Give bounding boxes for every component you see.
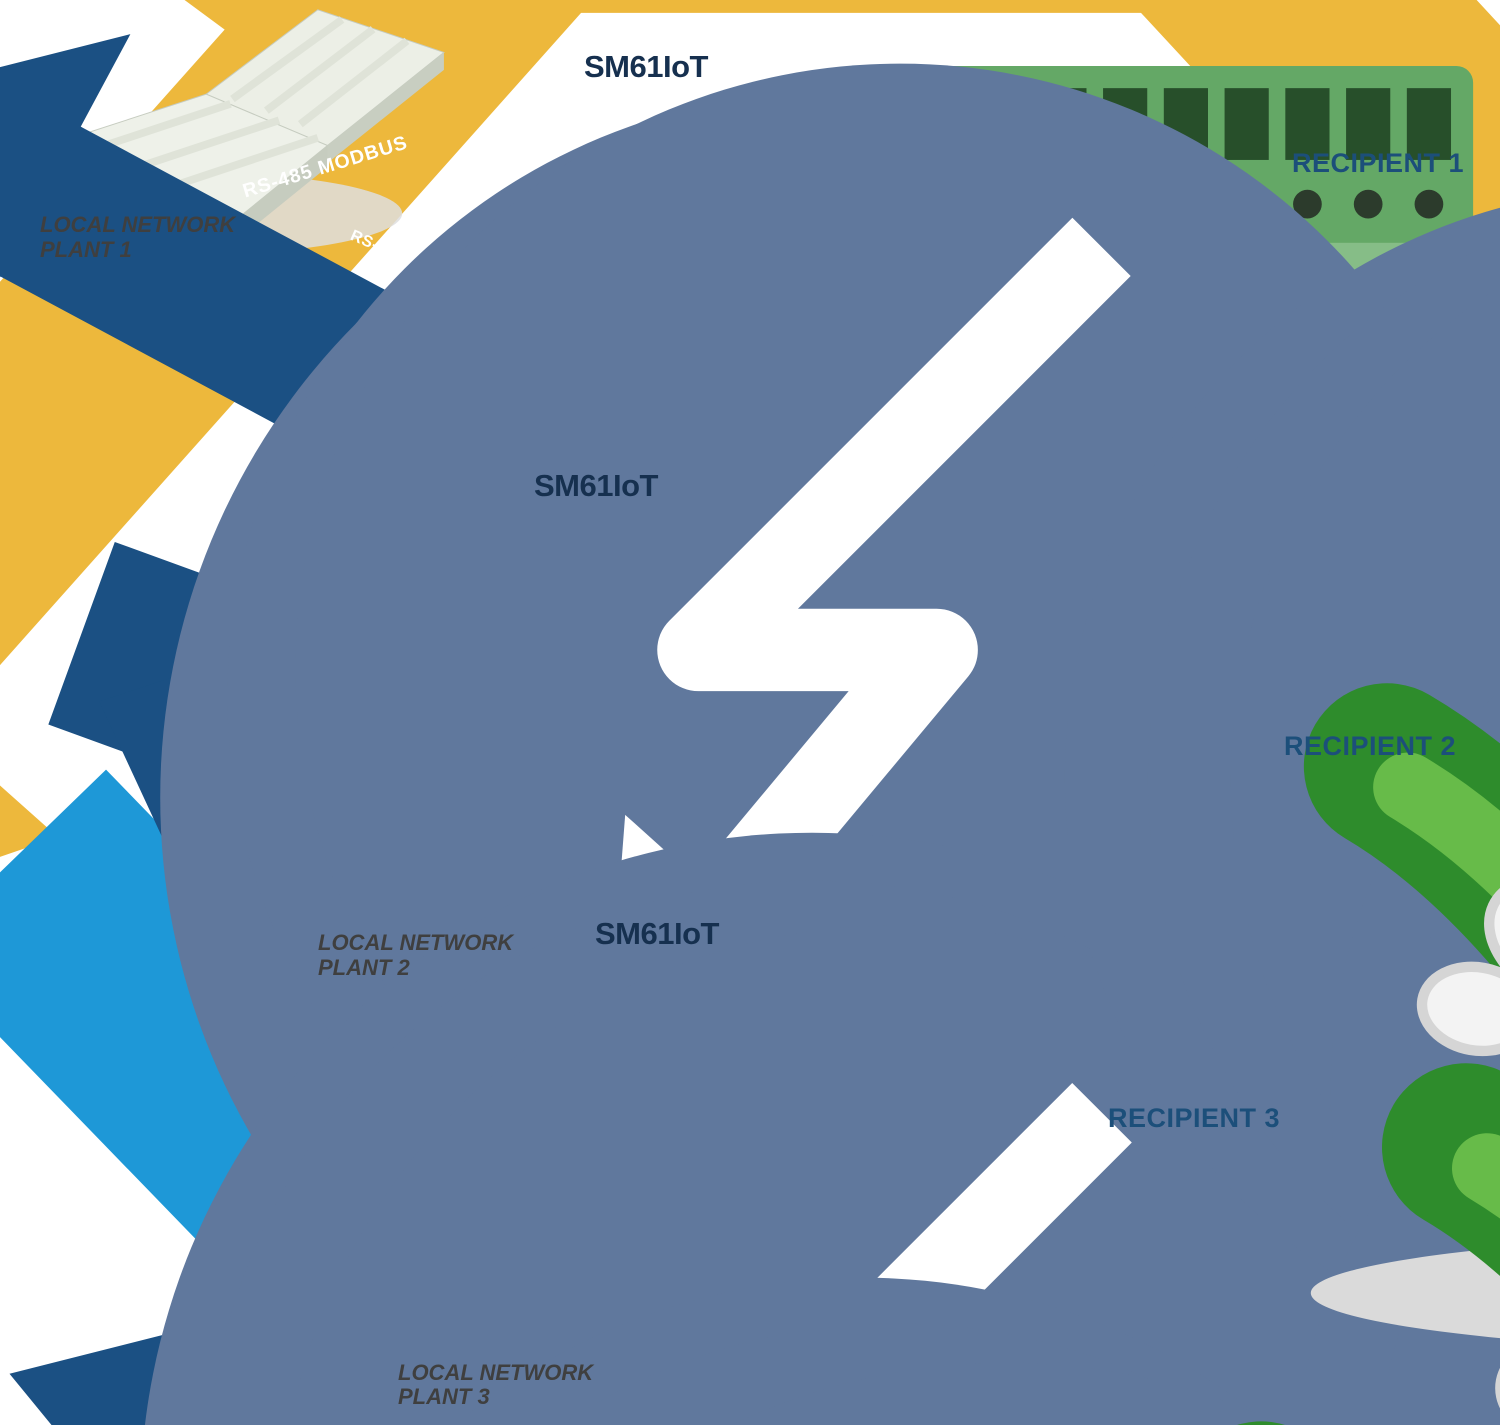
svg-text:LOCAL NETWORK: LOCAL NETWORK	[40, 212, 237, 237]
plant2-label: LOCAL NETWORK PLANT 2	[318, 930, 515, 980]
svg-text:LOCAL NETWORK: LOCAL NETWORK	[318, 930, 515, 955]
device3-label: SM61IoT	[595, 916, 720, 951]
recipient1-label: RECIPIENT 1	[1292, 148, 1464, 178]
svg-text:PLANT 3: PLANT 3	[398, 1384, 490, 1409]
device2-label: SM61IoT	[534, 468, 659, 503]
plant1-label: LOCAL NETWORK PLANT 1	[40, 212, 237, 262]
plant3-label: LOCAL NETWORK PLANT 3	[398, 1360, 595, 1409]
recipient3-label: RECIPIENT 3	[1108, 1103, 1280, 1133]
svg-text:PLANT 2: PLANT 2	[318, 955, 410, 980]
svg-text:PLANT 1: PLANT 1	[40, 237, 132, 262]
svg-text:LOCAL NETWORK: LOCAL NETWORK	[398, 1360, 595, 1385]
recipient2-label: RECIPIENT 2	[1284, 731, 1456, 761]
device1-label: SM61IoT	[584, 49, 709, 84]
